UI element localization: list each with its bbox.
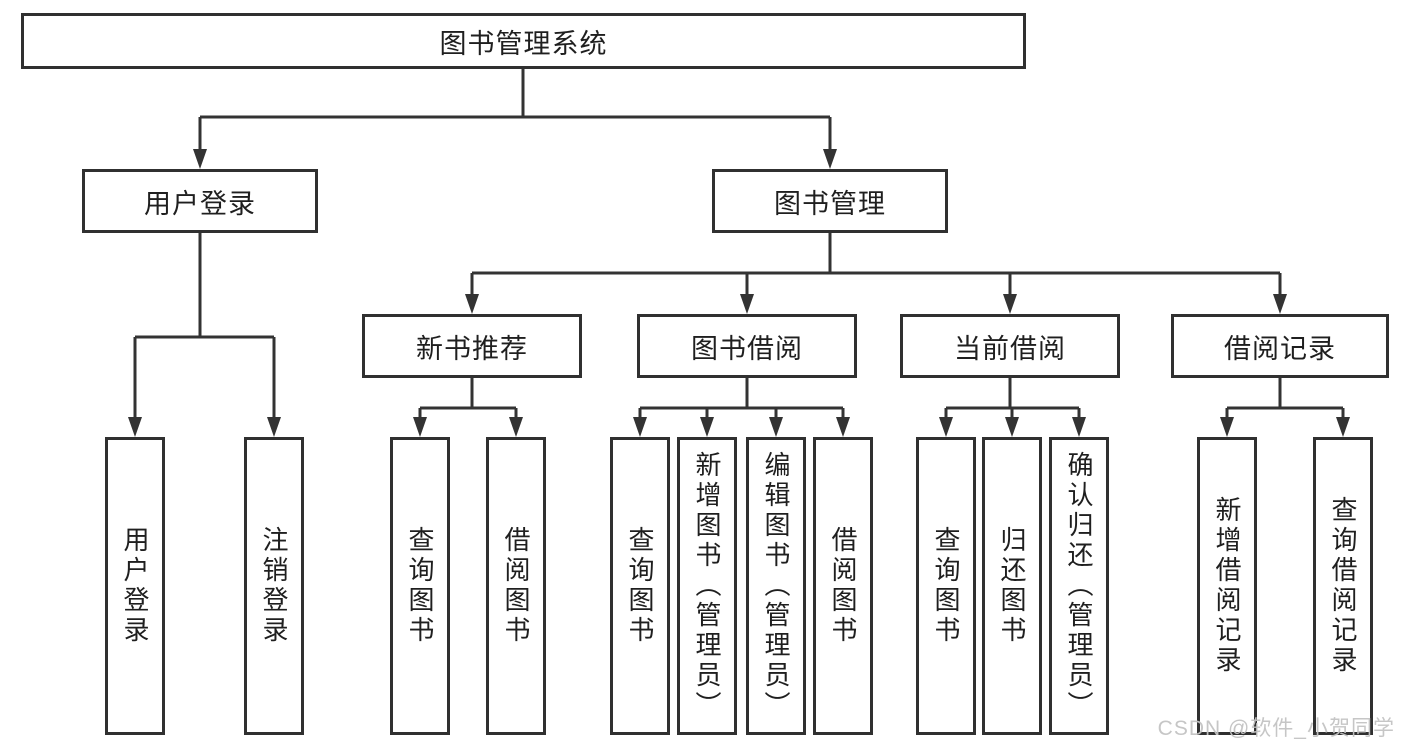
connector-borrow-record bbox=[1225, 378, 1345, 419]
leaf-current-query-book-label: 查询图书 bbox=[931, 526, 961, 646]
connector-current-borrow bbox=[944, 378, 1081, 419]
leaf-borrow-edit-book-admin-label: 编辑图书（管理员） bbox=[761, 451, 791, 721]
leaf-borrow-borrow-book: 借阅图书 bbox=[813, 437, 873, 735]
node-book-management-label: 图书管理 bbox=[774, 188, 886, 219]
node-borrow-record-label: 借阅记录 bbox=[1224, 333, 1336, 364]
leaf-current-query-book: 查询图书 bbox=[916, 437, 976, 735]
leaf-borrow-edit-book-admin: 编辑图书（管理员） bbox=[746, 437, 806, 735]
node-new-book-recommend-label: 新书推荐 bbox=[416, 333, 528, 364]
node-user-login-label: 用户登录 bbox=[144, 188, 256, 219]
leaf-borrow-borrow-book-label: 借阅图书 bbox=[828, 526, 858, 646]
node-current-borrow-label: 当前借阅 bbox=[954, 333, 1066, 364]
leaf-record-query-label: 查询借阅记录 bbox=[1328, 496, 1358, 676]
connector-user-login bbox=[133, 233, 276, 419]
leaf-borrow-query-book: 查询图书 bbox=[610, 437, 670, 735]
node-current-borrow: 当前借阅 bbox=[900, 314, 1120, 378]
arrowheads bbox=[128, 149, 1350, 437]
leaf-record-add-label: 新增借阅记录 bbox=[1212, 496, 1242, 676]
leaf-current-return-book: 归还图书 bbox=[982, 437, 1042, 735]
leaf-borrow-add-book-admin: 新增图书（管理员） bbox=[677, 437, 737, 735]
node-new-book-recommend: 新书推荐 bbox=[362, 314, 582, 378]
leaf-borrow-query-book-label: 查询图书 bbox=[625, 526, 655, 646]
node-book-borrow: 图书借阅 bbox=[637, 314, 857, 378]
leaf-record-add: 新增借阅记录 bbox=[1197, 437, 1257, 735]
node-user-login: 用户登录 bbox=[82, 169, 318, 233]
leaf-borrow-add-book-admin-label: 新增图书（管理员） bbox=[692, 451, 722, 721]
leaf-recommend-query-book: 查询图书 bbox=[390, 437, 450, 735]
leaf-recommend-borrow-book: 借阅图书 bbox=[486, 437, 546, 735]
node-root: 图书管理系统 bbox=[21, 13, 1026, 69]
node-book-management: 图书管理 bbox=[712, 169, 948, 233]
node-root-label: 图书管理系统 bbox=[439, 28, 608, 59]
connector-book-borrow bbox=[638, 378, 845, 419]
leaf-record-query: 查询借阅记录 bbox=[1313, 437, 1373, 735]
leaf-current-confirm-return-admin-label: 确认归还（管理员） bbox=[1064, 451, 1094, 721]
leaf-current-return-book-label: 归还图书 bbox=[997, 526, 1027, 646]
leaf-current-confirm-return-admin: 确认归还（管理员） bbox=[1049, 437, 1109, 735]
node-book-borrow-label: 图书借阅 bbox=[691, 333, 803, 364]
connector-root bbox=[198, 69, 832, 151]
watermark: CSDN @软件_小贺同学 bbox=[1157, 717, 1395, 740]
connector-new-book-recommend bbox=[418, 378, 518, 419]
leaf-logout-label: 注销登录 bbox=[259, 526, 289, 646]
leaf-user-login-label: 用户登录 bbox=[120, 526, 150, 646]
connector-book-management bbox=[470, 233, 1282, 296]
leaf-recommend-query-book-label: 查询图书 bbox=[405, 526, 435, 646]
leaf-user-login: 用户登录 bbox=[105, 437, 165, 735]
leaf-recommend-borrow-book-label: 借阅图书 bbox=[501, 526, 531, 646]
leaf-logout: 注销登录 bbox=[244, 437, 304, 735]
node-borrow-record: 借阅记录 bbox=[1171, 314, 1389, 378]
